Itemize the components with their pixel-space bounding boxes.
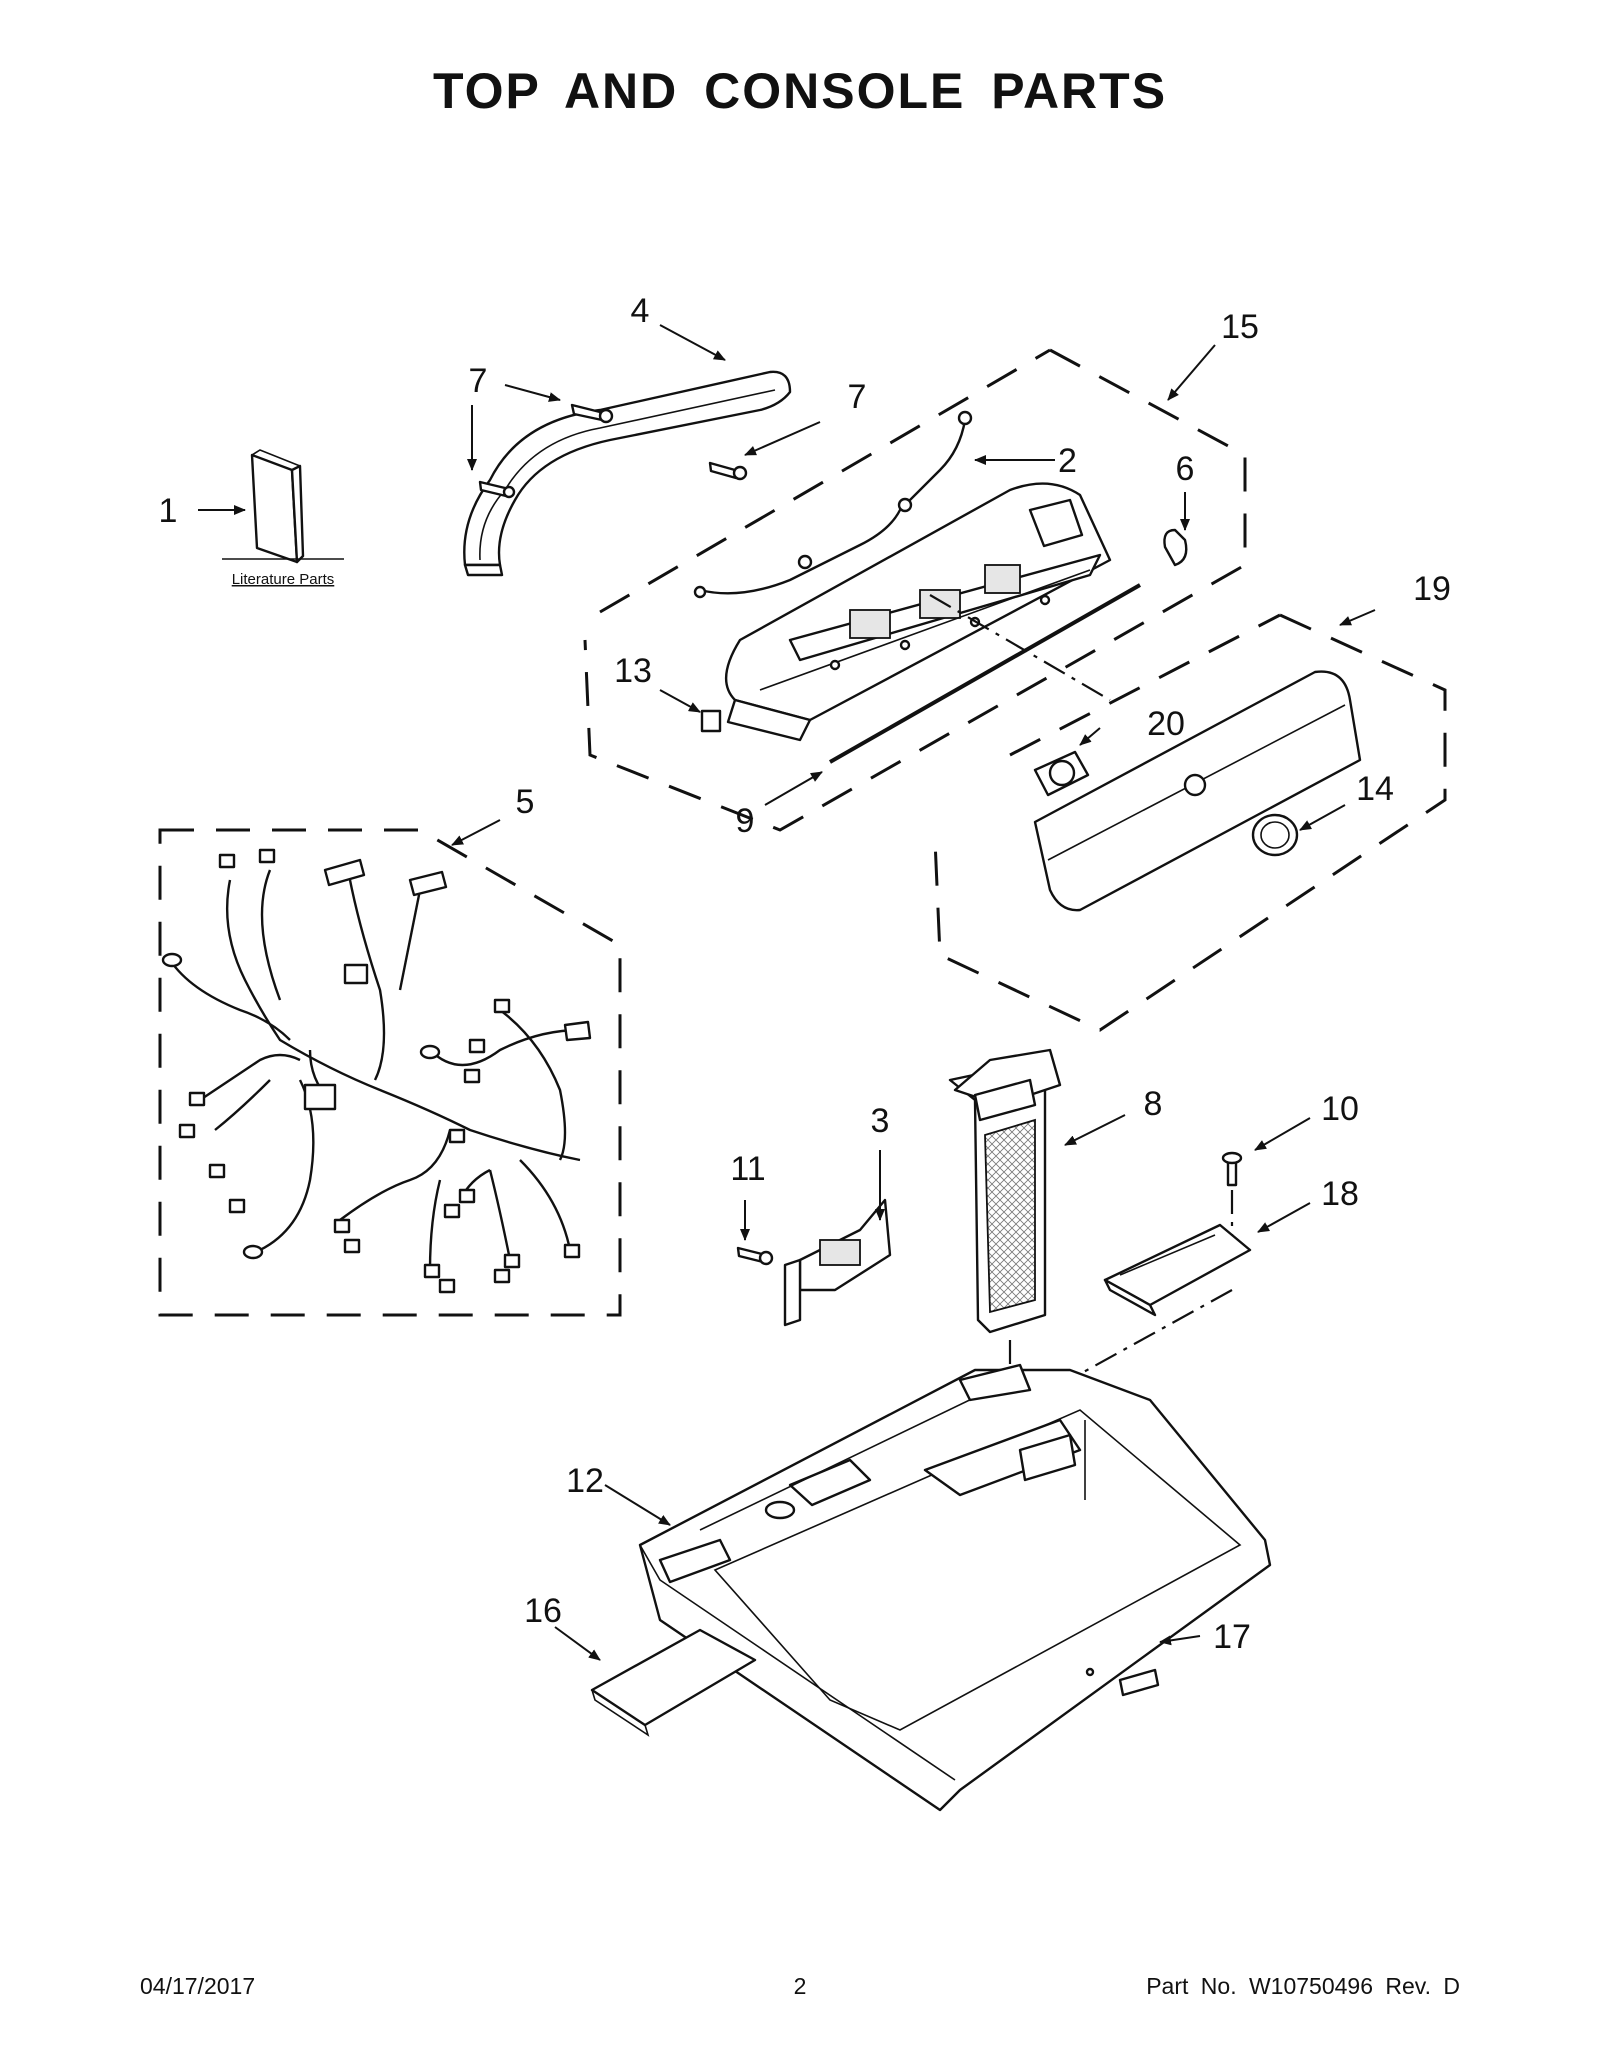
- callout-20: 20: [1147, 705, 1185, 743]
- part-5-harness: [161, 848, 592, 1294]
- callout-arrows: [198, 324, 1376, 1661]
- part-19-panel: [1033, 670, 1362, 912]
- callout-8: 8: [1144, 1085, 1163, 1123]
- callout-15: 15: [1221, 308, 1259, 346]
- part-20-encoder: [1033, 750, 1090, 797]
- part-6-clip: [1163, 528, 1188, 567]
- callout-1: 1: [159, 492, 178, 530]
- part-7-screws: [478, 403, 748, 499]
- part-1-literature: Literature Parts: [222, 449, 344, 588]
- part-11-screw: [736, 1246, 774, 1266]
- part-5-boundary: [158, 828, 622, 1317]
- part-17-badge: [1085, 1667, 1160, 1697]
- callout-7b: 7: [848, 378, 867, 416]
- part-16-sheet: [590, 1628, 757, 1737]
- footer-part-number: Part No. W10750496 Rev. D: [1146, 1973, 1460, 1999]
- part-2-wire: [693, 410, 973, 599]
- callout-19: 19: [1413, 570, 1451, 608]
- callout-11: 11: [730, 1150, 765, 1188]
- page-title: TOP AND CONSOLE PARTS: [432, 63, 1168, 119]
- callout-9: 9: [736, 802, 755, 840]
- part-12-top-panel: [638, 1363, 1272, 1812]
- footer-date: 04/17/2017: [140, 1973, 256, 1999]
- part-18-filter-housing: [1103, 1223, 1252, 1317]
- callout-4: 4: [631, 292, 650, 330]
- callout-labels: 1 2 3 4 5 6 7 7 8 9 10 11 12 13 14 15 16…: [159, 292, 1451, 1656]
- part-8-lint-screen: [948, 1048, 1062, 1334]
- callout-12: 12: [566, 1462, 604, 1500]
- part-4-console-cap: [463, 370, 792, 577]
- callout-6: 6: [1176, 450, 1195, 488]
- part-14-knob: [1251, 813, 1299, 857]
- part-3-control-board: [783, 1198, 892, 1327]
- callout-2: 2: [1058, 442, 1077, 480]
- callout-3: 3: [871, 1102, 890, 1140]
- callout-14: 14: [1356, 770, 1394, 808]
- callout-10: 10: [1321, 1090, 1359, 1128]
- part-15-console: [724, 482, 1112, 742]
- callout-7a: 7: [469, 362, 488, 400]
- part-10-screw: [1221, 1151, 1243, 1187]
- callout-5: 5: [516, 783, 535, 821]
- callout-17: 17: [1213, 1618, 1251, 1656]
- callout-18: 18: [1321, 1175, 1359, 1213]
- literature-parts-label: Literature Parts: [232, 571, 335, 588]
- part-13-clip: [700, 709, 722, 733]
- footer-page-number: 2: [793, 1973, 807, 1999]
- part-9-rod: [829, 583, 1141, 764]
- callout-13: 13: [614, 652, 652, 690]
- callout-16: 16: [524, 1592, 562, 1630]
